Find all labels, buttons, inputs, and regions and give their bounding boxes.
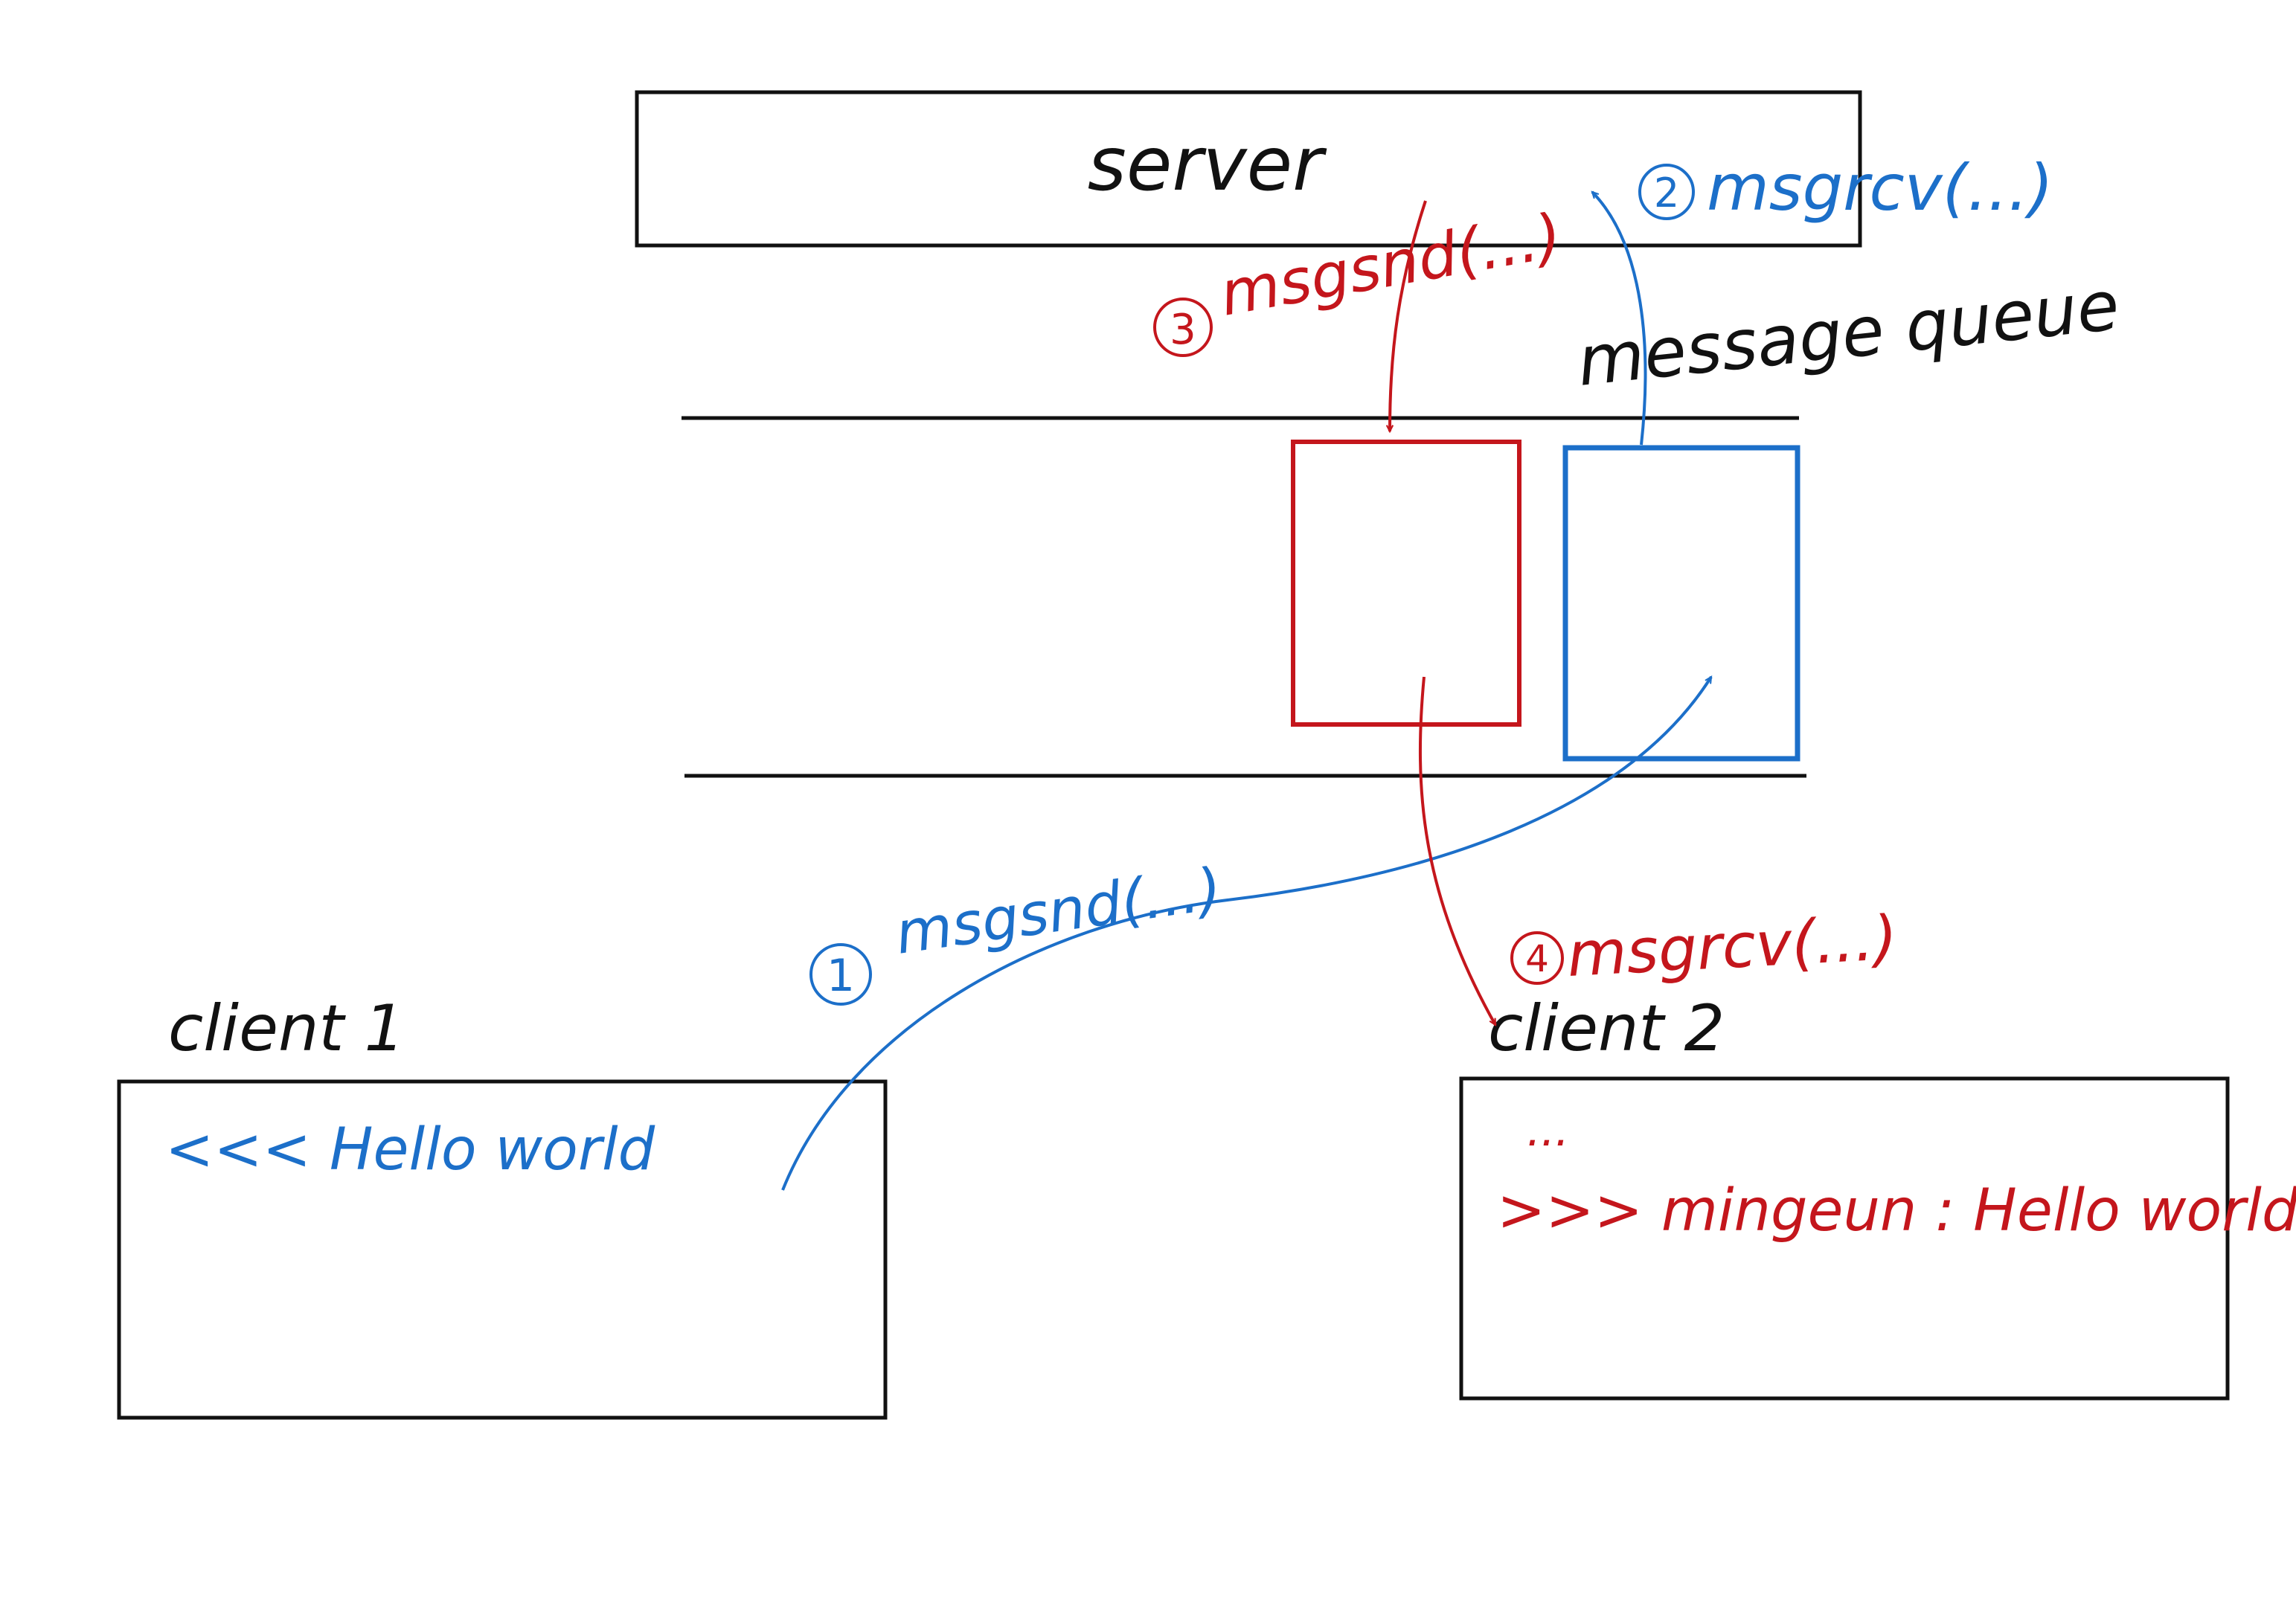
client1-label: client 1 [168, 992, 405, 1066]
client2-ellipsis: ... [1527, 1105, 1569, 1157]
client2-label: client 2 [1488, 992, 1725, 1066]
client2-message: >>> mingeun : Hello world [1497, 1177, 2296, 1244]
message-queue-label: message queue [1574, 266, 2123, 402]
step-4-call: msgrcv(...) [1565, 903, 1899, 991]
step-1-call: msgsnd(...) [891, 855, 1225, 967]
step-2-call: msgrcv(...) [1707, 151, 2053, 225]
queue-message-blue [1562, 445, 1800, 762]
step-1-arrow [781, 675, 1713, 1191]
step-2: 2 msgrcv(...) [1591, 151, 2053, 446]
message-queue-node: message queue [682, 266, 2123, 778]
client2-node: client 2 ... >>> mingeun : Hello world [1459, 992, 2296, 1401]
client2-box [1459, 1076, 2230, 1401]
step-3-number: 3 [1170, 306, 1196, 354]
step-4-arrow [1418, 676, 1497, 1027]
server-label: server [1088, 120, 1327, 208]
client1-node: client 1 <<< Hello world [117, 992, 888, 1420]
step-1-badge [809, 943, 872, 1006]
step-1-number: 1 [827, 950, 855, 1002]
server-box [635, 90, 1862, 248]
server-node: server [635, 90, 1862, 248]
client1-box [117, 1079, 888, 1420]
step-3-call: msgsnd(...) [1215, 201, 1567, 330]
step-3-arrow [1385, 200, 1427, 434]
step-2-number: 2 [1654, 170, 1679, 216]
step-4-number: 4 [1525, 937, 1549, 980]
step-2-arrow [1591, 190, 1647, 446]
step-2-badge [1638, 164, 1695, 220]
step-3: 3 msgsnd(...) [1153, 200, 1567, 434]
queue-message-red [1291, 440, 1521, 727]
step-3-badge [1153, 298, 1213, 357]
step-4-badge [1510, 931, 1564, 985]
step-4: 4 msgrcv(...) [1418, 676, 1899, 1027]
client1-message: <<< Hello world [165, 1116, 655, 1183]
